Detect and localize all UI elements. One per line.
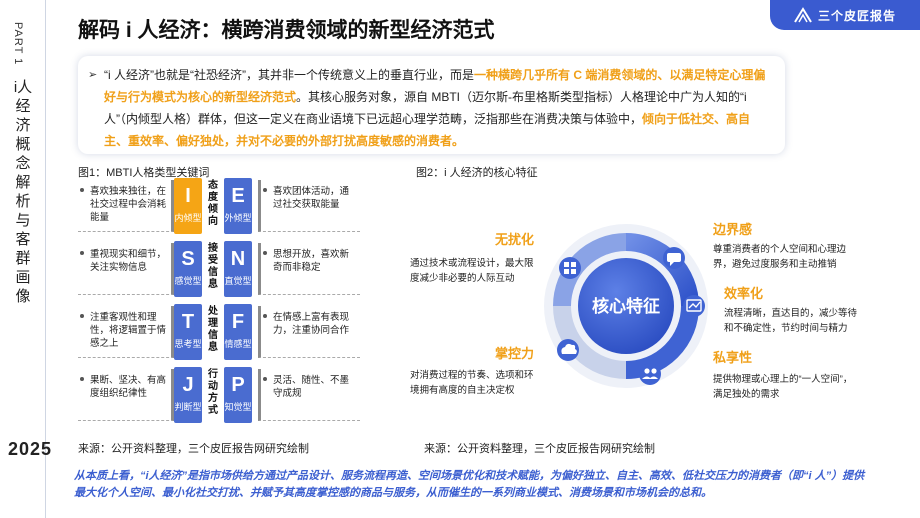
bullet-dot-icon xyxy=(263,314,267,318)
mbti-left-desc: 喜欢独来独往，在社交过程中会消耗能量 xyxy=(78,180,174,232)
feature-boundary: 边界感 xyxy=(712,222,752,237)
bullet-dot-icon xyxy=(80,251,84,255)
feature-desc-control: 对消费过程的节奏、选项和环境拥有高度的自主决定权 xyxy=(410,370,534,396)
mbti-left-desc: 重视现实和细节，关注实物信息 xyxy=(78,243,174,295)
logo-icon xyxy=(794,7,812,23)
bullet-dot-icon xyxy=(263,251,267,255)
feature-desc-boundary: 尊重消费者的个人空间和心理边界，避免过度服务和主动推销 xyxy=(713,244,847,270)
mbti-pair-label: 处理信息 xyxy=(208,306,218,353)
bullet-dot-icon xyxy=(263,377,267,381)
core-label: 核心特征 xyxy=(592,296,660,316)
mbti-right-desc: 在情感上富有表现力，注重协同合作 xyxy=(258,306,360,358)
svg-text:无扰化: 无扰化 xyxy=(494,232,534,247)
grid-icon xyxy=(559,257,581,279)
bullet-dot-icon xyxy=(80,314,84,318)
feature-efficiency: 效率化 xyxy=(724,286,763,301)
brand-logo: 三个皮匠报告 xyxy=(770,0,920,30)
intro-text-1: “i 人经济”也就是“社恐经济”，其并非一个传统意义上的垂直行业，而是 xyxy=(104,68,474,82)
intro-box: ➢ “i 人经济”也就是“社恐经济”，其并非一个传统意义上的垂直行业，而是一种横… xyxy=(78,56,785,154)
feature-desc-no-disturb: 通过技术或流程设计，最大限度减少非必要的人际互动 xyxy=(410,258,534,284)
intro-text-2: 。其核心服务对象，源自 MBTI（迈尔斯-布里格斯类型指标）人格理论中广为人知的… xyxy=(104,90,747,126)
feature-control: 掌控力 xyxy=(495,346,534,361)
svg-text:私享性: 私享性 xyxy=(713,350,752,365)
arrow-bullet-icon: ➢ xyxy=(88,69,98,81)
mbti-left-desc: 果断、坚决、有高度组织纪律性 xyxy=(78,369,174,421)
cloud-icon xyxy=(557,339,579,361)
mbti-right-desc: 灵活、随性、不墨守成规 xyxy=(258,369,360,421)
fig2-caption: 图2：i 人经济的核心特征 xyxy=(416,167,538,179)
core-circle xyxy=(578,258,674,354)
feature-desc-efficiency: 流程清晰，直达目的，减少等待和不确定性，节约时间与精力 xyxy=(724,308,858,334)
fig1-source: 来源：公开资料整理，三个皮匠报告网研究绘制 xyxy=(78,443,309,455)
page-title: 解码 i 人经济：横跨消费领域的新型经济范式 xyxy=(78,19,495,42)
mbti-left-desc: 注重客观性和理性，将逻辑置于情感之上 xyxy=(78,306,174,358)
logo-text: 三个皮匠报告 xyxy=(817,8,896,23)
svg-text:边界感: 边界感 xyxy=(712,222,752,237)
bullet-dot-icon xyxy=(80,188,84,192)
footer-summary: 从本质上看，“i人经济”是指市场供给方通过产品设计、服务流程再造、空间场景优化和… xyxy=(74,470,865,499)
mbti-pair-label: 接受信息 xyxy=(208,243,218,290)
svg-text:效率化: 效率化 xyxy=(724,286,763,301)
section-title: i人经济概念解析与客群画像 xyxy=(13,79,33,305)
svg-text:掌控力: 掌控力 xyxy=(495,346,534,361)
mbti-pair-label: 态度倾向 xyxy=(208,180,218,227)
intro-highlight-1: 一种横跨几乎所有 C 端消费领域的、以满足特定心理偏好与行为模式为核心的新型经济… xyxy=(104,68,766,104)
mbti-right-desc: 喜欢团体活动，通过社交获取能量 xyxy=(258,180,360,232)
year-label: 2025 xyxy=(8,439,53,459)
fig2-source: 来源：公开资料整理，三个皮匠报告网研究绘制 xyxy=(424,443,655,455)
mbti-right-desc: 思想开放，喜欢新奇而非稳定 xyxy=(258,243,360,295)
sidebar: PART 1 i人经济概念解析与客群画像 2025 xyxy=(0,0,53,518)
chart-icon xyxy=(683,295,705,317)
chat-icon xyxy=(663,247,685,269)
feature-desc-privacy: 提供物理或心理上的“一人空间”，满足独处的需求 xyxy=(713,374,853,400)
users-icon xyxy=(639,363,661,385)
bullet-dot-icon xyxy=(263,188,267,192)
core-feature-diagram: 核心特征 无扰化 边界感 效率化 私享性 掌控力 xyxy=(494,222,763,388)
feature-privacy: 私享性 xyxy=(713,350,752,365)
part-label: PART 1 xyxy=(12,22,24,66)
mbti-pair-label: 行动方式 xyxy=(208,369,218,416)
bullet-dot-icon xyxy=(80,377,84,381)
feature-no-disturb: 无扰化 xyxy=(494,232,534,247)
fig1-caption: 图1：MBTI人格类型关键词 xyxy=(78,167,210,179)
intro-highlight-2: 倾向于低社交、高自主、重效率、偏好独处，并对不必要的外部打扰高度敏感的消费者。 xyxy=(104,112,751,148)
